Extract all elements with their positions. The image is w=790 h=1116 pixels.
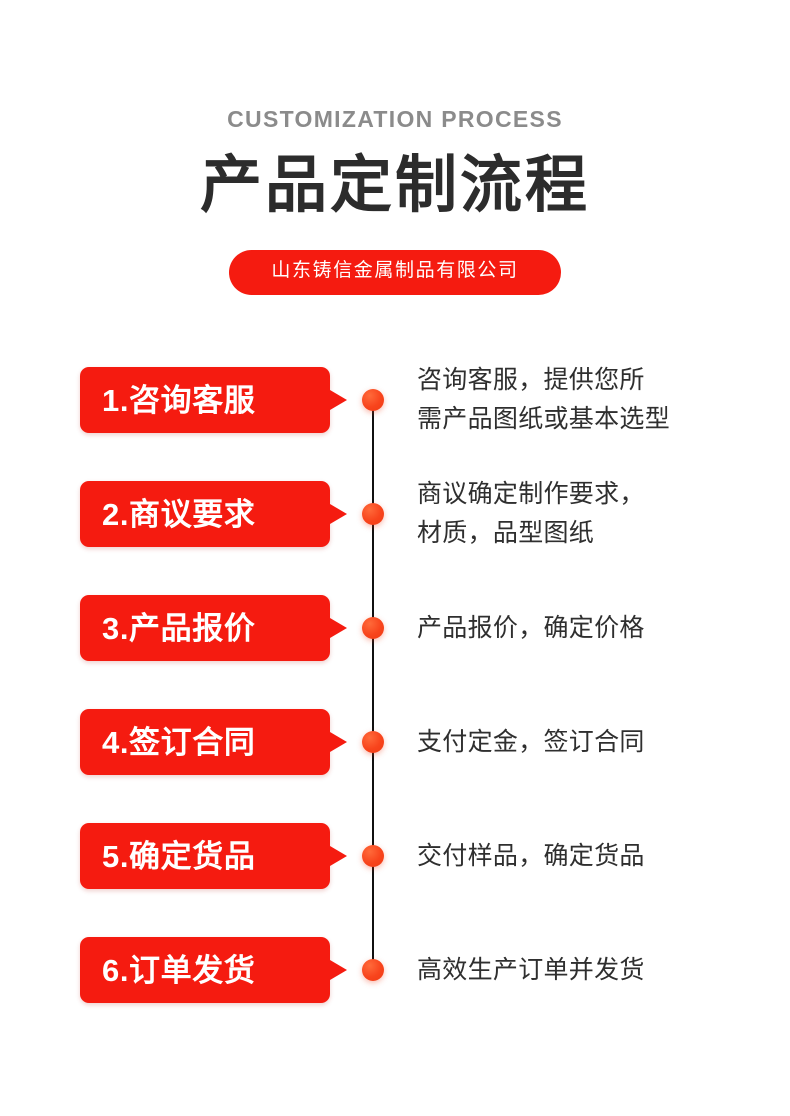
step-description: 支付定金，签订合同 <box>417 704 717 780</box>
process-step-row: 1.咨询客服 咨询客服，提供您所需产品图纸或基本选型 <box>0 362 790 514</box>
step-description-line: 需产品图纸或基本选型 <box>417 405 671 433</box>
step-description: 咨询客服，提供您所需产品图纸或基本选型 <box>417 362 717 438</box>
arrow-right-icon <box>330 960 347 980</box>
step-description-line: 材质，品型图纸 <box>417 519 595 547</box>
timeline-node-dot-icon <box>362 617 384 639</box>
timeline-connector-line <box>372 742 374 856</box>
step-description-line: 交付样品，确定货品 <box>417 841 645 870</box>
timeline-connector-line <box>372 628 374 742</box>
timeline-connector-line <box>372 514 374 628</box>
step-label-text: 2.商议要求 <box>102 496 256 532</box>
timeline-node-dot-icon <box>362 959 384 981</box>
step-description-line: 商议确定制作要求， <box>417 480 645 509</box>
process-step-row: 2.商议要求 商议确定制作要求， 材质，品型图纸 <box>0 476 790 628</box>
timeline-connector-line <box>372 400 374 514</box>
arrow-right-icon <box>330 732 347 752</box>
step-label-text: 5.确定货品 <box>102 838 256 874</box>
step-label-plate[interactable]: 5.确定货品 <box>80 823 330 889</box>
step-label-plate[interactable]: 3.产品报价 <box>80 595 330 661</box>
step-description: 产品报价，确定价格 <box>417 590 717 666</box>
page-header: CUSTOMIZATION PROCESS 产品定制流程 山东铸信金属制品有限公… <box>0 0 790 295</box>
step-description-line: 产品报价，确定价格 <box>417 613 645 642</box>
step-label-plate[interactable]: 6.订单发货 <box>80 937 330 1003</box>
step-label-text: 3.产品报价 <box>102 610 256 646</box>
step-label-text: 6.订单发货 <box>102 952 256 988</box>
step-label-plate[interactable]: 4.签订合同 <box>80 709 330 775</box>
company-badge: 山东铸信金属制品有限公司 <box>229 249 561 295</box>
process-step-row: 4.签订合同 支付定金，签订合同 <box>0 704 790 856</box>
step-description-line: 支付定金，签订合同 <box>417 727 645 756</box>
arrow-right-icon <box>330 618 347 638</box>
step-label-text: 1.咨询客服 <box>102 382 256 418</box>
timeline-node-dot-icon <box>362 503 384 525</box>
step-description-line: 高效生产订单并发货 <box>417 955 645 984</box>
timeline-node-dot-icon <box>362 389 384 411</box>
step-description: 交付样品，确定货品 <box>417 818 717 894</box>
step-description: 高效生产订单并发货 <box>417 932 717 1008</box>
process-step-row: 3.产品报价 产品报价，确定价格 <box>0 590 790 742</box>
step-description: 商议确定制作要求， 材质，品型图纸 <box>417 476 717 552</box>
step-label-plate[interactable]: 1.咨询客服 <box>80 367 330 433</box>
step-label-text: 4.签订合同 <box>102 724 256 760</box>
eyebrow-text: CUSTOMIZATION PROCESS <box>227 106 563 132</box>
step-description-line: 咨询客服，提供您所 <box>417 366 645 395</box>
process-step-row: 5.确定货品 交付样品，确定货品 <box>0 818 790 970</box>
company-badge-wrap: 山东铸信金属制品有限公司 <box>0 249 790 295</box>
process-step-row: 6.订单发货 高效生产订单并发货 <box>0 932 790 1046</box>
timeline-node-dot-icon <box>362 845 384 867</box>
arrow-right-icon <box>330 846 347 866</box>
timeline-connector-line <box>372 856 374 970</box>
arrow-right-icon <box>330 390 347 410</box>
step-label-plate[interactable]: 2.商议要求 <box>80 481 330 547</box>
page-title: 产品定制流程 <box>199 151 590 220</box>
process-step-list: 1.咨询客服 咨询客服，提供您所需产品图纸或基本选型 2.商议要求 商议确定制作要求，… <box>0 362 790 1046</box>
arrow-right-icon <box>330 504 347 524</box>
timeline-node-dot-icon <box>362 731 384 753</box>
